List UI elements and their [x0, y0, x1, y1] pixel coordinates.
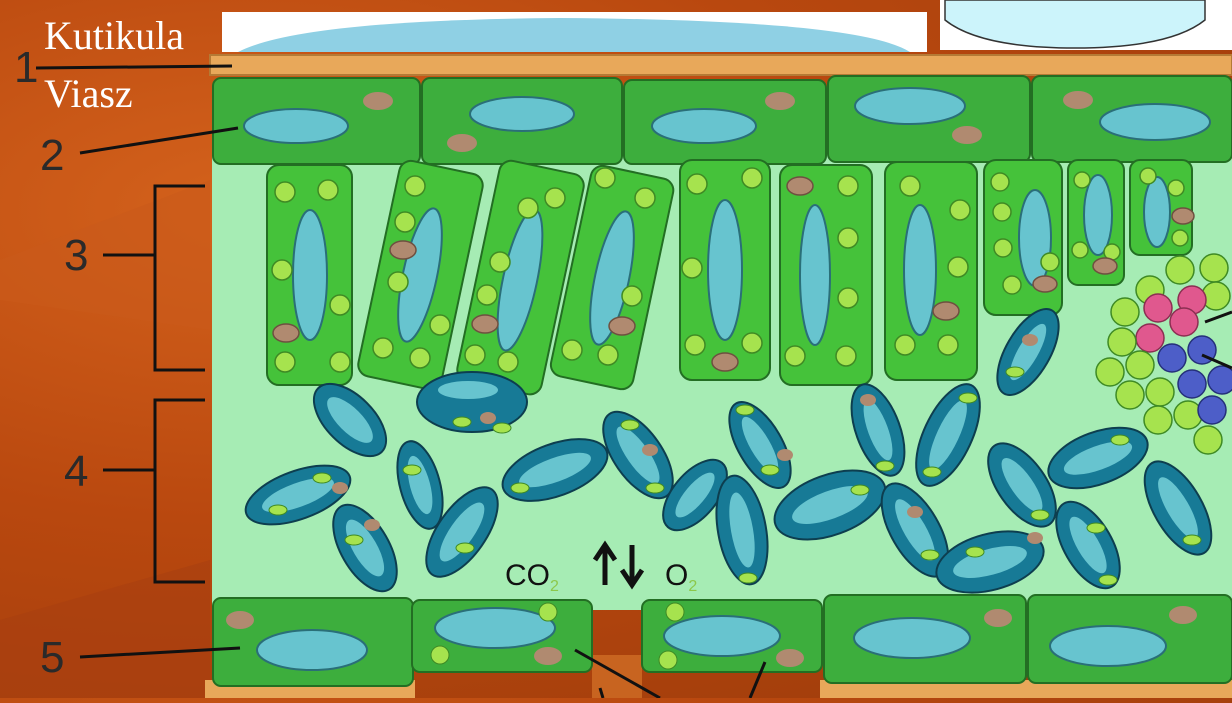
number-label-1: 1 — [14, 46, 38, 90]
vacuole — [244, 109, 348, 143]
vacuole — [470, 97, 574, 131]
cuticle-top — [210, 55, 1232, 75]
nucleus — [765, 92, 795, 110]
nucleus — [952, 126, 982, 144]
cuticle-label: Kutikula — [44, 16, 184, 56]
nucleus — [363, 92, 393, 110]
spongy-cell — [417, 372, 527, 432]
number-label-5: 5 — [40, 636, 64, 680]
vacuole — [652, 109, 756, 143]
nucleus — [1063, 91, 1093, 109]
nucleus — [447, 134, 477, 152]
leader-line-1 — [36, 66, 232, 68]
vacuole — [855, 88, 965, 124]
number-label-3: 3 — [64, 234, 88, 278]
upper-epidermis — [213, 76, 1232, 164]
number-label-4: 4 — [64, 450, 88, 494]
wax-label: Viasz — [44, 74, 133, 114]
lower-epidermis — [213, 595, 1232, 686]
number-label-2: 2 — [40, 134, 64, 178]
vacuole — [1100, 104, 1210, 140]
bracket-4 — [155, 400, 205, 582]
